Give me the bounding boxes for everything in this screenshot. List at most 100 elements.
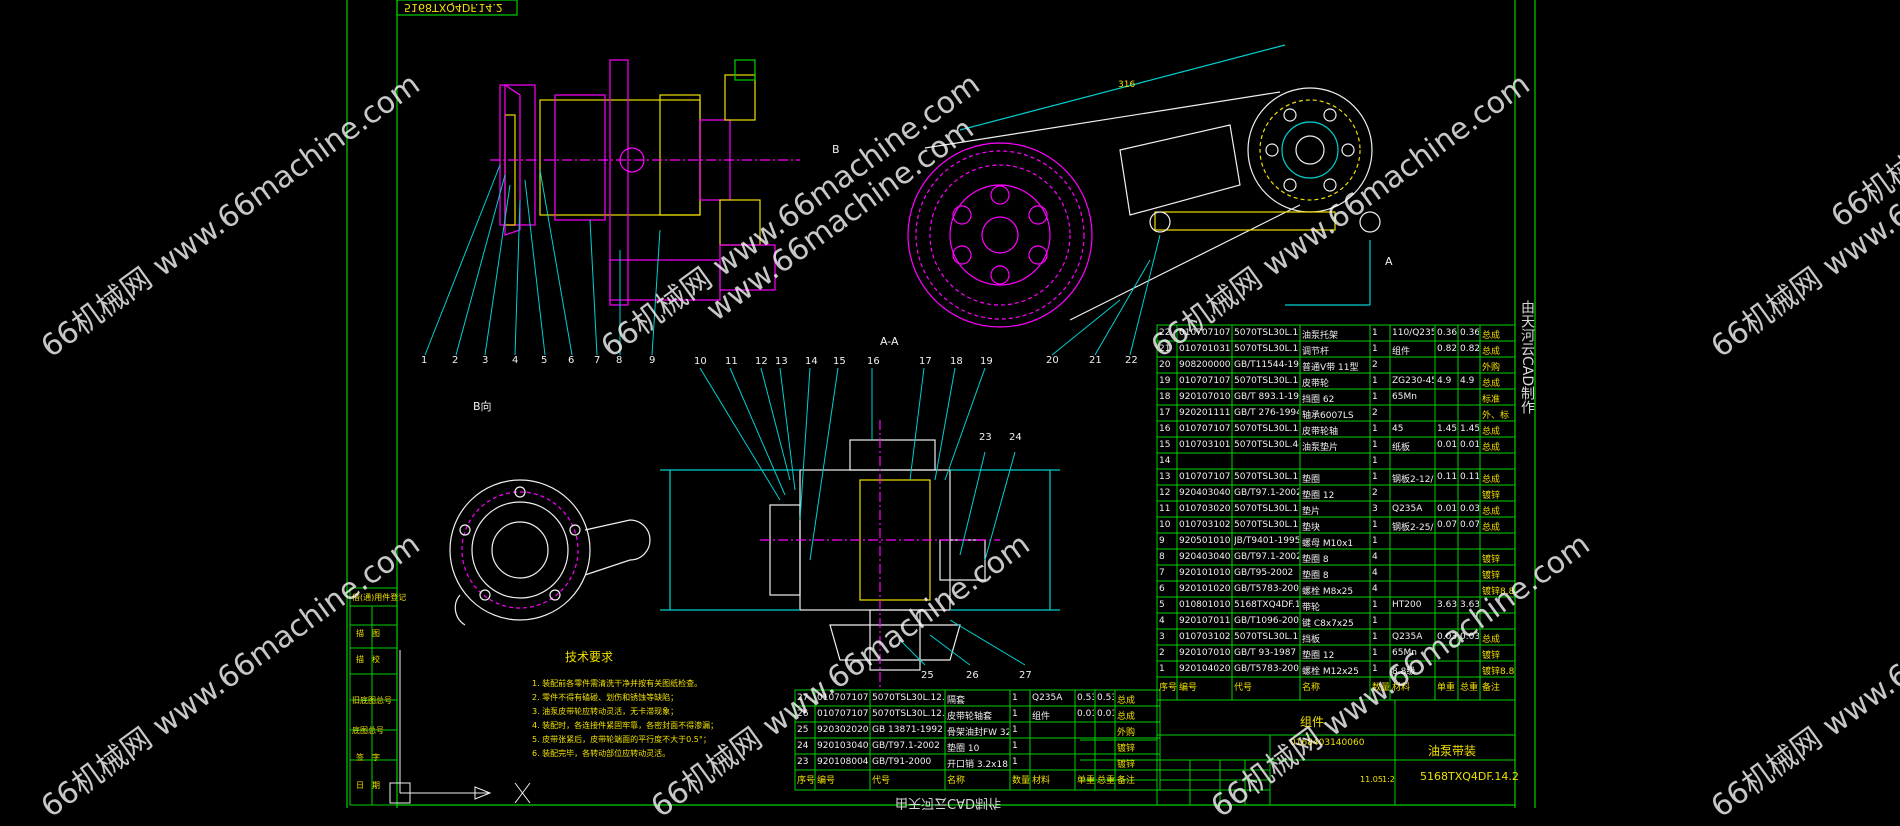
pump-front-view [490,59,800,306]
bom-cell-mat: 110/Q235A [1392,328,1434,338]
bom-cell-code: 01070710711000 [1179,472,1231,482]
bom-cell-std: 5070TSL30L.12.1-2 [872,709,944,719]
bom-cell-name: 皮带轮 [1302,379,1330,389]
bom-cell-w1: 0.82 [1437,344,1457,354]
bom-cell-note: 镀锌8.8级 [1482,667,1514,677]
bom-cell-qty: 1 [1372,664,1378,674]
bom-cell-qty: 1 [1012,725,1018,735]
bom-cell-mat: 65Mn [1392,648,1417,658]
bom-cell-code: 92010800403100 [817,757,869,767]
bom-cell-code: 92030202020100 [817,725,869,735]
bom-header-cell: 编号 [1179,683,1198,693]
bom-header-cell: 数量 [1012,776,1031,786]
bom-cell-note: 镀锌 [1117,744,1136,754]
bom-header-cell: 备注 [1482,683,1501,693]
bom-cell-note: 镀锌 [1117,760,1136,770]
bom-cell-qty: 1 [1012,709,1018,719]
bom-header-cell: 备注 [1117,776,1136,786]
bom-cell-note: 总成 [1482,635,1501,645]
title-block-assembly: 组件 [1300,715,1325,729]
bom-cell-no: 9 [1159,536,1165,546]
bom-cell-code: 01070710711000 [817,693,869,703]
bom-cell-name: 挡板 [1302,635,1321,645]
bom-cell-note: 镀锌8.8级 [1482,587,1514,597]
bom-cell-name: 皮带轮轴套 [947,712,993,722]
bom-cell-name: 普通V带 11型 [1302,363,1359,373]
bom-cell-std: GB/T95-2002 [1234,568,1294,578]
bom-cell-note: 总成 [1482,507,1501,517]
bom-cell-no: 21 [1159,344,1171,354]
bom-cell-code: 01080101010100 [1179,600,1231,610]
bom-cell-qty: 1 [1372,600,1378,610]
bom-cell-name: 油泵托架 [1302,331,1339,341]
tech-note: 5. 皮带张紧后，皮带轮端面的平行度不大于0.5°； [532,735,711,744]
bom-cell-std: 5070TSL30L.12.1-9 [1234,520,1299,530]
bom-header-cell: 序号 [1159,683,1178,693]
bom-cell-name: 螺母 M10x1 [1302,539,1354,549]
bom-cell-note: 镀锌 [1482,491,1501,501]
bom-cell-mat: 组件 [1032,712,1051,722]
bom-header-cell: 材料 [1032,776,1051,786]
bom-cell-no: 16 [1159,424,1171,434]
title-block-drawing-name: 油泵带装 [1428,744,1477,758]
bom-cell-no: 18 [1159,392,1171,402]
bom-cell-qty: 1 [1372,456,1378,466]
bom-cell-w2: 0.53 [1097,693,1114,703]
bom-cell-qty: 1 [1372,328,1378,338]
bom-cell-w1: 0.07 [1437,520,1457,530]
bom-cell-qty: 1 [1372,536,1378,546]
bom-cell-mat: Q235A [1032,693,1063,703]
bom-header-cell: 单重 [1077,776,1096,786]
bom-cell-no: 10 [1159,520,1171,530]
bom-cell-name: 轴承6007LS [1302,411,1354,421]
bom-cell-no: 14 [1159,456,1171,466]
bom-cell-note: 总成 [1482,475,1501,485]
bom-cell-w1: 0.01 [1437,504,1457,514]
bom-cell-name: 垫圈 12 [1302,491,1335,501]
bom-cell-name: 垫圈 8 [1302,555,1329,565]
bom-cell-name: 带轮 [1302,603,1321,613]
bom-cell-code: 92020111116000 [1179,408,1231,418]
bom-cell-qty: 1 [1372,632,1378,642]
bom-cell-no: 23 [797,757,809,767]
bom-cell-no: 2 [1159,648,1165,658]
bom-cell-std: GB/T 93-1987 [1234,648,1297,658]
bom-cell-no: 15 [1159,440,1171,450]
bom-cell-std: 5168TXQ4DF.14.2-1 [1234,600,1299,610]
bom-cell-qty: 1 [1012,741,1018,751]
bom-cell-std: 5070TSL30L.12.1-3 [1234,328,1299,338]
bom-cell-code: 01070310211800 [1179,632,1231,642]
bom-cell-qty: 4 [1372,584,1378,594]
bom-cell-w2: 1.45 [1460,424,1479,434]
bom-cell-qty: 1 [1372,472,1378,482]
bom-cell-no: 12 [1159,488,1171,498]
bom-cell-name: 螺栓 M8x25 [1302,587,1354,597]
bom-cell-qty: 1 [1012,757,1018,767]
bom-cell-w1: 3.63 [1437,600,1457,610]
bom-cell-name: 键 C8x7x25 [1302,619,1354,629]
bom-cell-mat: 45 [1392,424,1404,434]
bom-cell-note: 标准 [1482,395,1501,405]
bom-cell-w1: 0.36 [1437,328,1457,338]
bom-cell-w1: 0.01 [1077,709,1094,719]
bom-header-cell: 代号 [872,776,891,786]
bom-cell-no: 27 [797,693,809,703]
bom-cell-std: 5070TSL30L.12.1-8 [1234,632,1299,642]
bom-cell-std: GB/T 276-1994 [1234,408,1299,418]
stamp-label: 日 期 [356,781,380,790]
bom-header-cell: 名称 [947,776,966,786]
bom-cell-code: 01070710711700 [1179,328,1231,338]
bom-cell-name: 垫圈 10 [947,744,980,754]
bom-cell-no: 22 [1159,328,1171,338]
bom-cell-qty: 1 [1372,392,1378,402]
cad-drawing-canvas[interactable] [0,0,1900,808]
bom-cell-no: 17 [1159,408,1171,418]
bom-cell-std: GB/T97.1-2002 [872,741,940,751]
bom-cell-mat: 组件 [1392,347,1411,357]
bom-cell-code: 92010101010000 [1179,568,1231,578]
bom-cell-name: 垫片 [1302,507,1321,517]
section-a-a [660,420,1060,690]
tech-requirements-notes: 1. 装配前各零件需清洗干净并按有关图纸检查。 2. 零件不得有磕碰、划伤和锈蚀… [532,677,718,761]
tech-note: 2. 零件不得有磕碰、划伤和锈蚀等缺陷； [532,693,679,702]
bom-cell-qty: 1 [1012,693,1018,703]
